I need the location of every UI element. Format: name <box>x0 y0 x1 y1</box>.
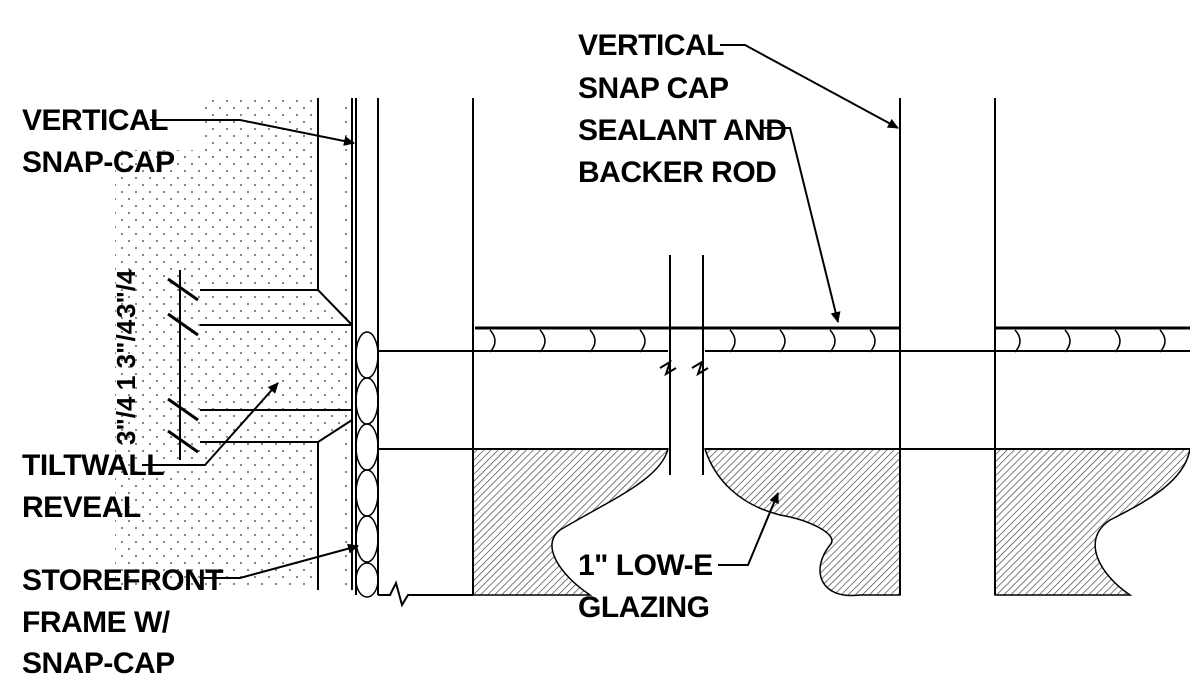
label-vertical-snap-cap-top-1: VERTICAL <box>578 29 724 62</box>
break-symbol <box>659 359 709 377</box>
glazing-hatch-right <box>994 448 1190 596</box>
label-sealant-2: BACKER ROD <box>578 156 776 189</box>
glazing-hatch-center <box>703 448 901 597</box>
dimension-top-label: 3"/4 <box>111 269 141 318</box>
concrete-upper-fill <box>205 98 318 158</box>
dimension-middle-label: 1 3"/4 <box>111 319 141 390</box>
label-vertical-snap-cap-left-1: VERTICAL <box>22 104 168 137</box>
sealant-band <box>475 326 1190 353</box>
leader-glazing <box>718 492 779 566</box>
label-storefront-3: SNAP-CAP <box>22 647 175 676</box>
leader-sealant <box>760 127 841 323</box>
sill-line <box>378 580 473 608</box>
label-sealant-1: SEALANT AND <box>578 114 786 147</box>
label-glazing-2: GLAZING <box>578 591 710 624</box>
tiltwall-concrete <box>115 98 352 590</box>
label-glazing-1: 1" LOW-E <box>578 549 713 582</box>
dimension-string <box>167 270 199 460</box>
jamb-backer-rod <box>355 331 379 598</box>
leader-tiltwall <box>142 382 279 466</box>
label-vertical-snap-cap-left-2: SNAP-CAP <box>22 146 175 179</box>
label-tiltwall-1: TILTWALL <box>22 449 164 482</box>
label-vertical-snap-cap-top-2: SNAP CAP <box>578 72 728 105</box>
label-storefront-1: STOREFRONT <box>22 564 223 597</box>
glazing-hatch-left <box>472 448 669 596</box>
leader-vertical-snap-cap-left <box>150 119 355 146</box>
label-tiltwall-2: REVEAL <box>22 491 141 524</box>
label-storefront-2: FRAME W/ <box>22 606 171 639</box>
dimension-bottom-label: 3"/4 <box>111 396 141 445</box>
leader-vertical-snap-cap-top <box>720 44 899 129</box>
leader-storefront <box>200 543 359 579</box>
